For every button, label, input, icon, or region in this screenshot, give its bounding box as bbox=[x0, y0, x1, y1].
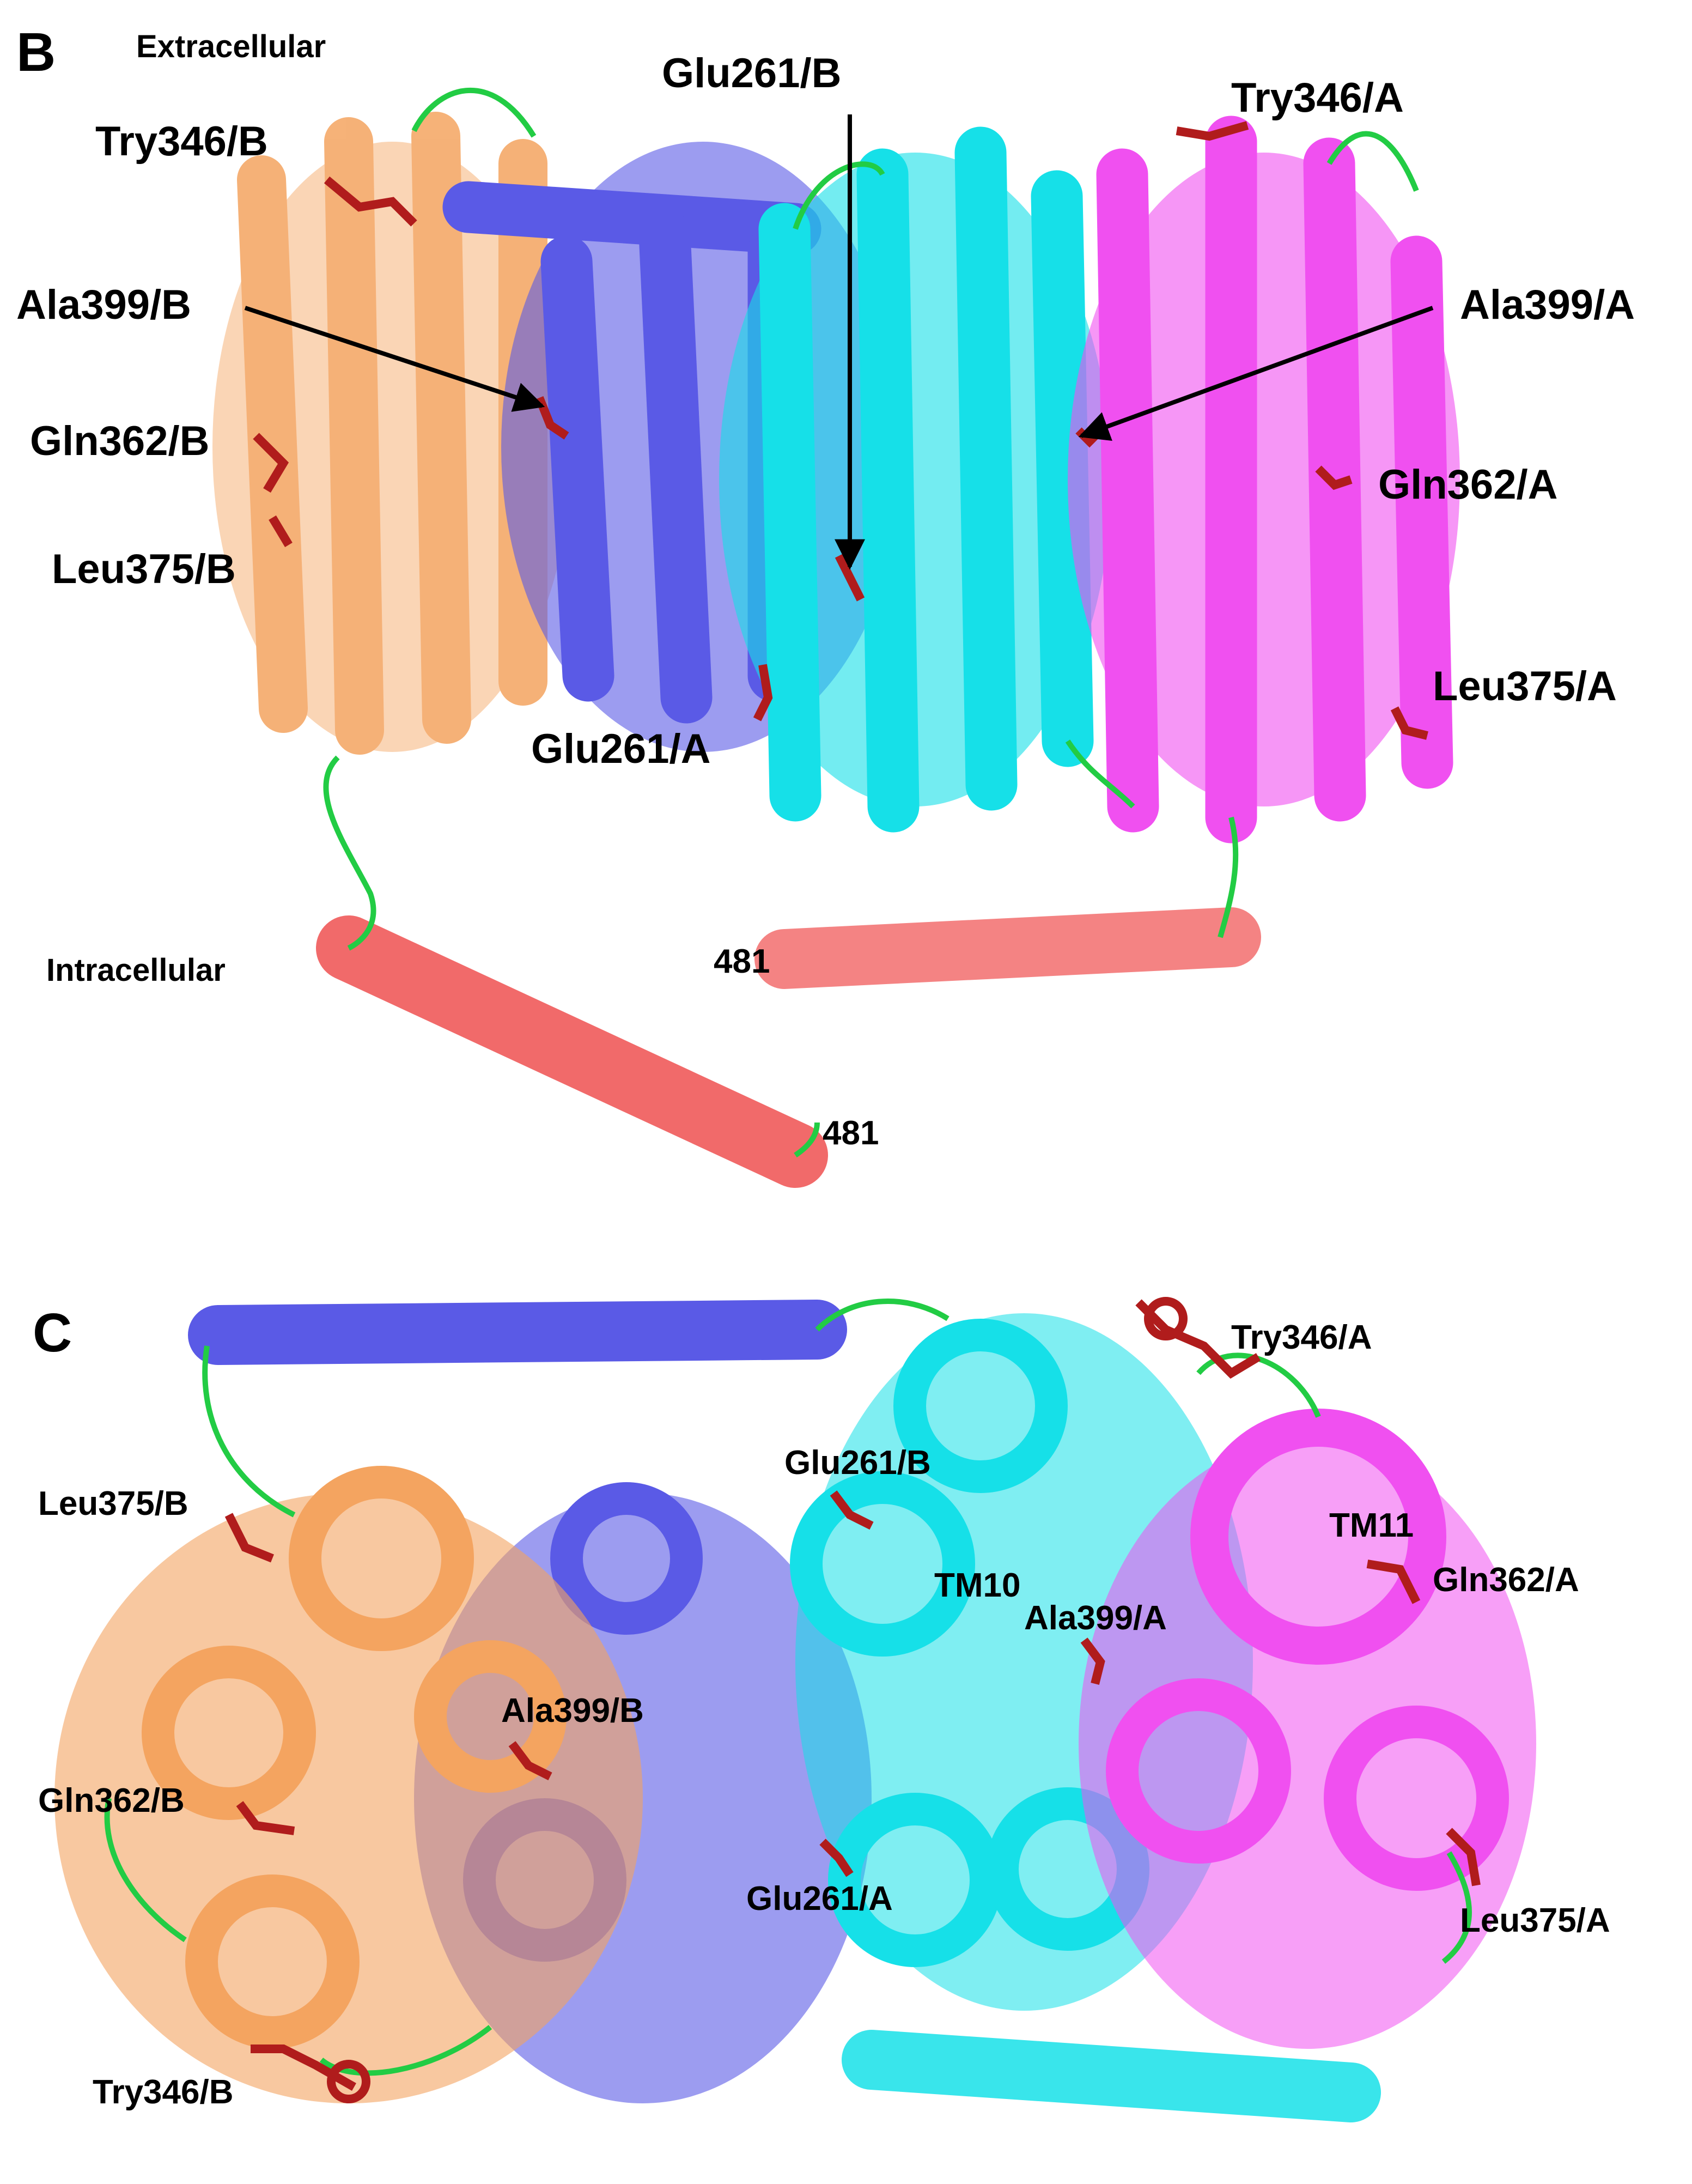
label-try346-b: Try346/B bbox=[95, 118, 268, 165]
label-tm11: TM11 bbox=[1329, 1507, 1414, 1544]
panel-c-letter: C bbox=[33, 1302, 72, 1363]
label-glu261-a: Glu261/A bbox=[531, 726, 710, 772]
label-gln362-a: Gln362/A bbox=[1378, 462, 1557, 508]
label-481-b: 481 bbox=[823, 1114, 879, 1152]
helix-bundle-orange-c bbox=[54, 1466, 643, 2103]
label-glu261-b: Glu261/B bbox=[662, 50, 841, 96]
helix-bundle-magenta-a bbox=[1068, 116, 1460, 844]
arrow-ala399-a bbox=[1078, 306, 1434, 441]
extracellular-label: Extracellular bbox=[136, 29, 326, 64]
arrows-b bbox=[244, 114, 1434, 570]
helix-bundle-magenta-c bbox=[1079, 1409, 1536, 2049]
label-leu375-b: Leu375/B bbox=[52, 546, 236, 592]
panel-c: C Try346/A Leu375/B Glu261/B TM11 Gln362… bbox=[33, 1297, 1610, 2122]
label-leu375-a: Leu375/A bbox=[1433, 663, 1617, 709]
label-gln362-a-c: Gln362/A bbox=[1433, 1561, 1579, 1599]
c-terminal-helix-b bbox=[316, 915, 828, 1188]
label-leu375-a-c: Leu375/A bbox=[1460, 1902, 1610, 1939]
label-glu261-b-c: Glu261/B bbox=[784, 1444, 931, 1482]
label-ala399-b: Ala399/B bbox=[16, 282, 191, 328]
label-ala399-b-c: Ala399/B bbox=[501, 1692, 644, 1730]
arrow-ala399-b bbox=[244, 306, 545, 412]
label-gln362-b: Gln362/B bbox=[30, 418, 209, 464]
loops-b bbox=[323, 87, 1419, 1158]
intracellular-label: Intracellular bbox=[46, 953, 226, 988]
panel-b: B Extracellular Intracellular Try346/B G… bbox=[16, 22, 1635, 1188]
label-leu375-b-c: Leu375/B bbox=[38, 1485, 188, 1522]
label-glu261-a-c: Glu261/A bbox=[746, 1880, 893, 1918]
label-ala399-a-c: Ala399/A bbox=[1024, 1599, 1167, 1637]
panel-b-letter: B bbox=[16, 22, 56, 83]
c-terminal-helix-a bbox=[754, 907, 1261, 989]
label-ala399-a: Ala399/A bbox=[1460, 282, 1635, 328]
residue-sticks-c bbox=[224, 1297, 1481, 2103]
label-tm10: TM10 bbox=[934, 1567, 1020, 1604]
label-try346-a: Try346/A bbox=[1231, 75, 1404, 121]
label-try346-b-c: Try346/B bbox=[93, 2073, 234, 2111]
helix-bundle-cyan-a bbox=[719, 126, 1111, 833]
label-gln362-b-c: Gln362/B bbox=[38, 1782, 185, 1819]
residue-sticks-b bbox=[253, 121, 1428, 740]
label-try346-a-c: Try346/A bbox=[1231, 1319, 1372, 1356]
label-481-a: 481 bbox=[714, 943, 770, 980]
